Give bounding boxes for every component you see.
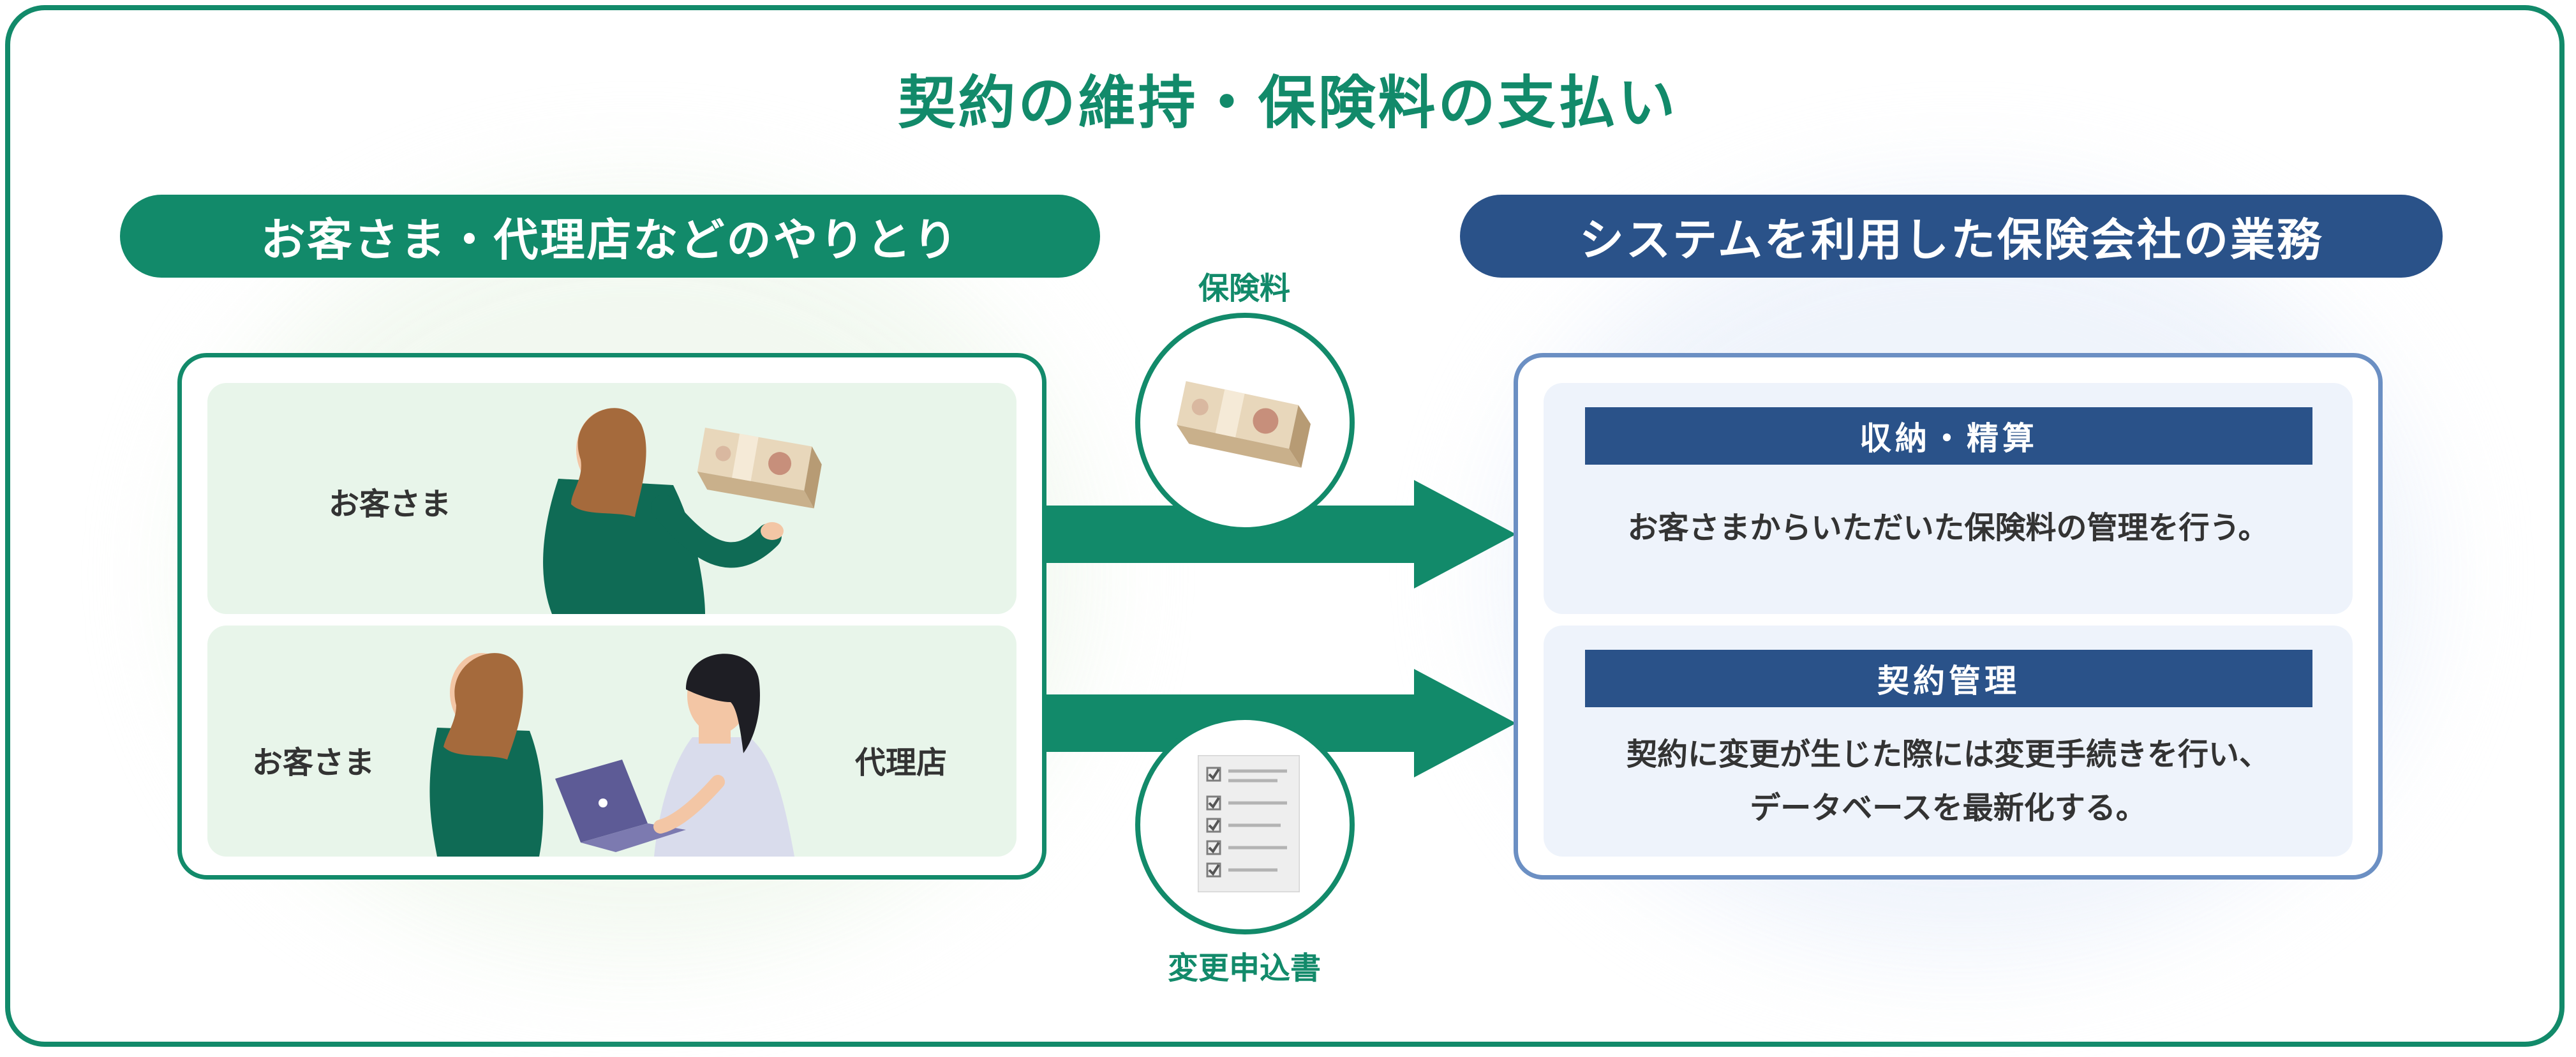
customer-and-agent-illustration [429,653,794,857]
change-form-flow-label: 変更申込書 [1167,950,1321,986]
change-form-circle [1135,715,1355,934]
customer-agent-panel: お客さま お客さま 代理店 [177,353,1046,880]
contract-management-block: 契約管理 契約に変更が生じた際には変更手続きを行い、 データベースを最新化する。 [1544,626,2353,857]
cash-bundle-icon [697,428,822,509]
right-section-header: システムを利用した保険会社の業務 [1460,195,2443,278]
collection-settlement-text: お客さまからいただいた保険料の管理を行う。 [1627,510,2269,546]
collection-settlement-block: 収納・精算 お客さまからいただいた保険料の管理を行う。 [1544,383,2353,614]
left-section-header: お客さま・代理店などのやりとり [120,195,1100,278]
collection-settlement-heading: 収納・精算 [1585,407,2312,465]
page-title: 契約の維持・保険料の支払い [898,70,1678,137]
woman-handing-cash-illustration [543,408,822,614]
checklist-form-icon [1198,755,1300,892]
premium-circle [1135,313,1355,532]
contract-management-text: 契約に変更が生じた際には変更手続きを行い、 データベースを最新化する。 [1626,737,2270,826]
agent-label: 代理店 [855,745,948,781]
customer-payment-row: お客さま [207,383,1016,614]
cash-bundle-icon [1177,381,1311,468]
customer-label: お客さま [252,745,375,781]
customer-label: お客さま [329,486,452,522]
contract-management-heading: 契約管理 [1585,650,2312,707]
customer-agent-row: お客さま 代理店 [207,626,1016,857]
insurer-operations-panel: 収納・精算 お客さまからいただいた保険料の管理を行う。 契約管理 契約に変更が生… [1514,353,2383,880]
premium-flow-label: 保険料 [1198,271,1290,306]
